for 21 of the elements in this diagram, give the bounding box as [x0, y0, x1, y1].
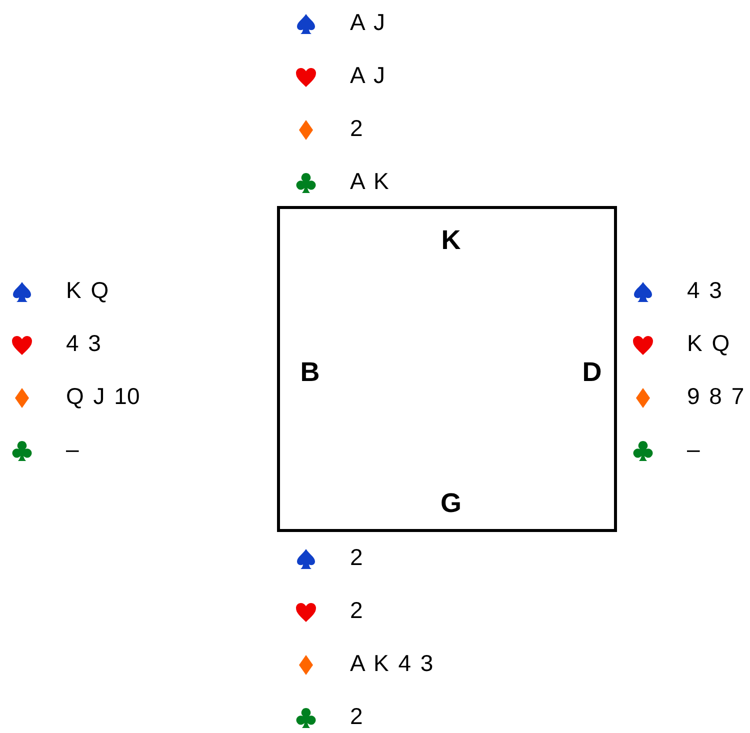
table-box	[277, 206, 617, 532]
card-holding: A J	[350, 62, 385, 88]
seat-letter: D	[582, 357, 602, 387]
seat-letter: K	[441, 225, 461, 255]
card-holding: A K	[350, 168, 389, 194]
card-holding: 4 3	[66, 330, 101, 356]
card-holding: –	[66, 436, 79, 462]
card-holding: A K 4 3	[350, 650, 434, 676]
card-holding: A J	[350, 9, 385, 35]
card-holding: 9 8 7	[687, 383, 744, 409]
card-holding: 2	[350, 115, 363, 141]
card-holding: 2	[350, 597, 363, 623]
card-holding: 4 3	[687, 277, 722, 303]
seat-letter: B	[300, 357, 320, 387]
card-holding: Q J 10	[66, 383, 140, 409]
card-holding: K Q	[687, 330, 730, 356]
card-holding: –	[687, 436, 700, 462]
card-holding: 2	[350, 703, 363, 729]
seat-letter: G	[440, 488, 462, 518]
card-holding: 2	[350, 544, 363, 570]
card-holding: K Q	[66, 277, 109, 303]
